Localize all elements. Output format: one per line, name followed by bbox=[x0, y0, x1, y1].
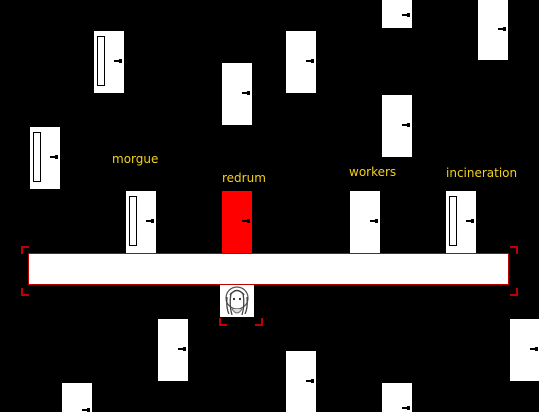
door-window-icon bbox=[449, 196, 457, 246]
door-upper-mid-2[interactable] bbox=[222, 63, 252, 125]
door-lower-2[interactable] bbox=[510, 319, 539, 381]
door-incineration[interactable] bbox=[446, 191, 476, 253]
door-knob-icon bbox=[370, 219, 378, 223]
player-character-icon[interactable] bbox=[222, 283, 252, 317]
door-left-1[interactable] bbox=[30, 127, 60, 189]
door-upper-right-1[interactable] bbox=[382, 95, 412, 157]
door-knob-icon bbox=[402, 13, 410, 17]
door-knob-icon bbox=[50, 155, 58, 159]
door-lower-1[interactable] bbox=[158, 319, 188, 381]
door-knob-icon bbox=[242, 91, 250, 95]
door-redrum[interactable] bbox=[222, 191, 252, 253]
door-lower-4[interactable] bbox=[62, 383, 92, 412]
door-knob-icon bbox=[530, 347, 538, 351]
door-knob-icon bbox=[498, 27, 506, 31]
door-upper-left-1[interactable] bbox=[94, 31, 124, 93]
walkway-corner-tr bbox=[510, 246, 518, 254]
door-window-icon bbox=[97, 36, 105, 86]
label-morgue: morgue bbox=[112, 152, 159, 166]
door-knob-icon bbox=[114, 59, 122, 63]
label-redrum: redrum bbox=[222, 171, 266, 185]
door-top-1[interactable] bbox=[382, 0, 412, 28]
door-knob-icon bbox=[402, 406, 410, 410]
alcove-corner-br bbox=[255, 318, 263, 326]
door-lower-3[interactable] bbox=[286, 351, 316, 412]
door-knob-icon bbox=[306, 379, 314, 383]
door-knob-icon bbox=[146, 219, 154, 223]
door-knob-icon bbox=[82, 408, 90, 412]
door-lower-5[interactable] bbox=[382, 383, 412, 412]
door-knob-icon bbox=[242, 219, 250, 223]
door-knob-icon bbox=[402, 123, 410, 127]
label-incineration: incineration bbox=[446, 166, 518, 180]
walkway[interactable] bbox=[28, 253, 509, 285]
door-top-2[interactable] bbox=[478, 0, 508, 60]
alcove-corner-bl bbox=[219, 318, 227, 326]
door-window-icon bbox=[33, 132, 41, 182]
walkway-corner-br bbox=[510, 288, 518, 296]
walkway-corner-tl bbox=[21, 246, 29, 254]
door-knob-icon bbox=[306, 59, 314, 63]
door-workers[interactable] bbox=[350, 191, 380, 253]
label-workers: workers bbox=[349, 165, 397, 179]
walkway-corner-bl bbox=[21, 288, 29, 296]
door-morgue[interactable] bbox=[126, 191, 156, 253]
door-knob-icon bbox=[178, 347, 186, 351]
door-window-icon bbox=[129, 196, 137, 246]
door-knob-icon bbox=[466, 219, 474, 223]
door-upper-mid-1[interactable] bbox=[286, 31, 316, 93]
